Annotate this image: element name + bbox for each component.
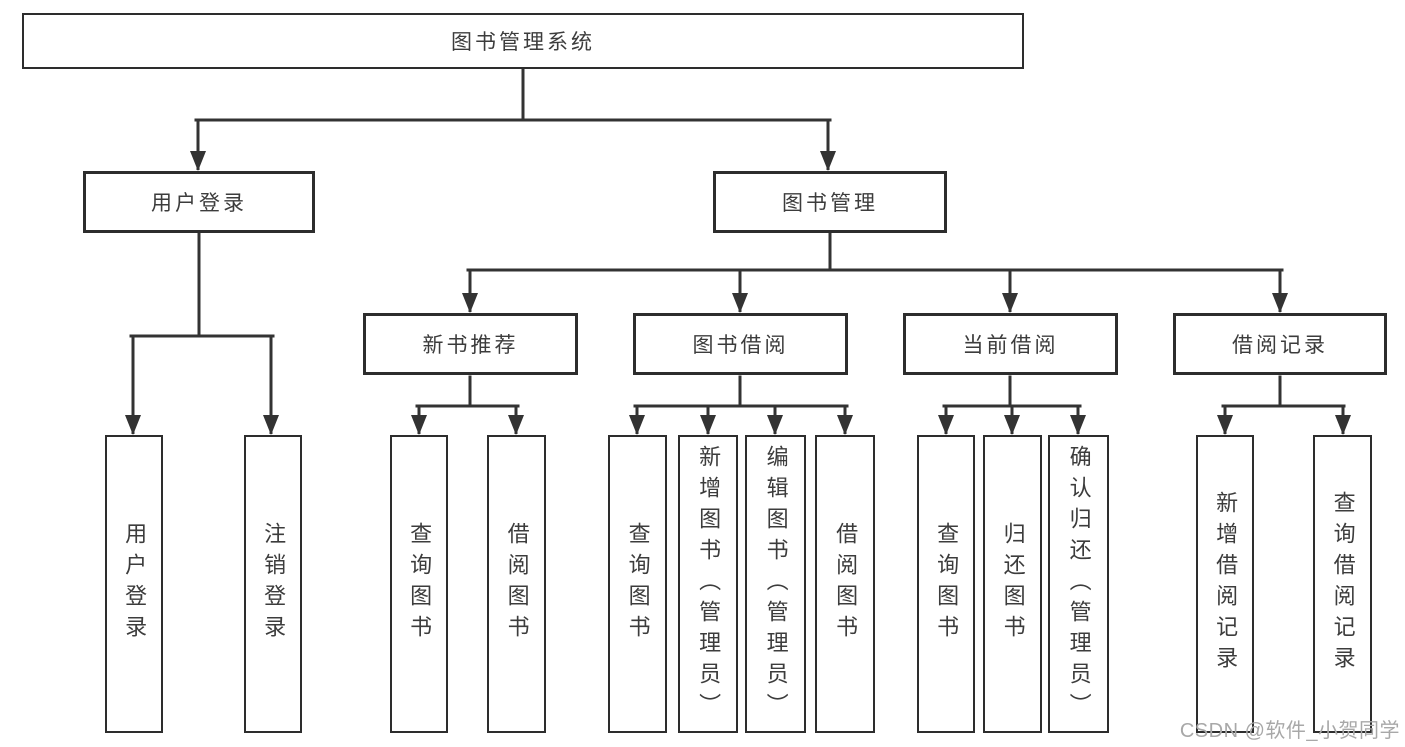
leaf-current-query-books: 查询图书 [917, 435, 975, 733]
leaf-records-query-record: 查询借阅记录 [1313, 435, 1372, 733]
leaf-records-query-record-label: 查询借阅记录 [1330, 491, 1356, 677]
node-current-borrowing: 当前借阅 [903, 313, 1118, 375]
leaf-current-query-books-label: 查询图书 [934, 522, 960, 646]
leaf-recommend-borrow-books-label: 借阅图书 [504, 522, 530, 646]
node-book-borrowing: 图书借阅 [633, 313, 848, 375]
leaf-user-login: 用户登录 [105, 435, 163, 733]
node-user-login-label: 用户登录 [151, 192, 247, 215]
leaf-recommend-borrow-books: 借阅图书 [487, 435, 546, 733]
node-system-root: 图书管理系统 [22, 13, 1024, 69]
leaf-current-confirm-return-admin: 确认归还（管理员） [1048, 435, 1109, 733]
leaf-borrowing-borrow-books: 借阅图书 [815, 435, 875, 733]
leaf-borrowing-add-books-admin-label: 新增图书（管理员） [696, 444, 722, 724]
leaf-borrowing-edit-books-admin-label: 编辑图书（管理员） [763, 444, 789, 724]
node-new-book-recommend-label: 新书推荐 [422, 334, 519, 357]
connector-skeleton [129, 67, 1346, 408]
leaf-current-return-books-label: 归还图书 [1000, 522, 1026, 646]
csdn-watermark: CSDN @软件_小贺同学 [1179, 720, 1400, 742]
leaf-borrowing-add-books-admin: 新增图书（管理员） [678, 435, 738, 733]
leaf-records-add-record-label: 新增借阅记录 [1213, 491, 1239, 677]
leaf-recommend-query-books-label: 查询图书 [407, 522, 433, 646]
node-book-management: 图书管理 [713, 171, 947, 233]
leaf-logout-label: 注销登录 [261, 522, 287, 646]
leaf-borrowing-query-books: 查询图书 [608, 435, 667, 733]
connector-arrows [125, 120, 1351, 435]
node-book-management-label: 图书管理 [782, 192, 878, 215]
leaf-borrowing-borrow-books-label: 借阅图书 [833, 522, 859, 646]
leaf-logout: 注销登录 [244, 435, 302, 733]
node-borrowing-records-label: 借阅记录 [1232, 334, 1328, 357]
node-borrowing-records: 借阅记录 [1173, 313, 1387, 375]
node-current-borrowing-label: 当前借阅 [962, 334, 1059, 357]
leaf-records-add-record: 新增借阅记录 [1196, 435, 1254, 733]
node-book-borrowing-label: 图书借阅 [692, 334, 789, 357]
leaf-current-return-books: 归还图书 [983, 435, 1042, 733]
leaf-recommend-query-books: 查询图书 [390, 435, 448, 733]
leaf-user-login-label: 用户登录 [122, 522, 148, 646]
leaf-current-confirm-return-admin-label: 确认归还（管理员） [1066, 444, 1092, 724]
node-system-root-label: 图书管理系统 [451, 31, 595, 54]
leaf-borrowing-edit-books-admin: 编辑图书（管理员） [745, 435, 806, 733]
leaf-borrowing-query-books-label: 查询图书 [625, 522, 651, 646]
node-user-login: 用户登录 [83, 171, 315, 233]
node-new-book-recommend: 新书推荐 [363, 313, 578, 375]
